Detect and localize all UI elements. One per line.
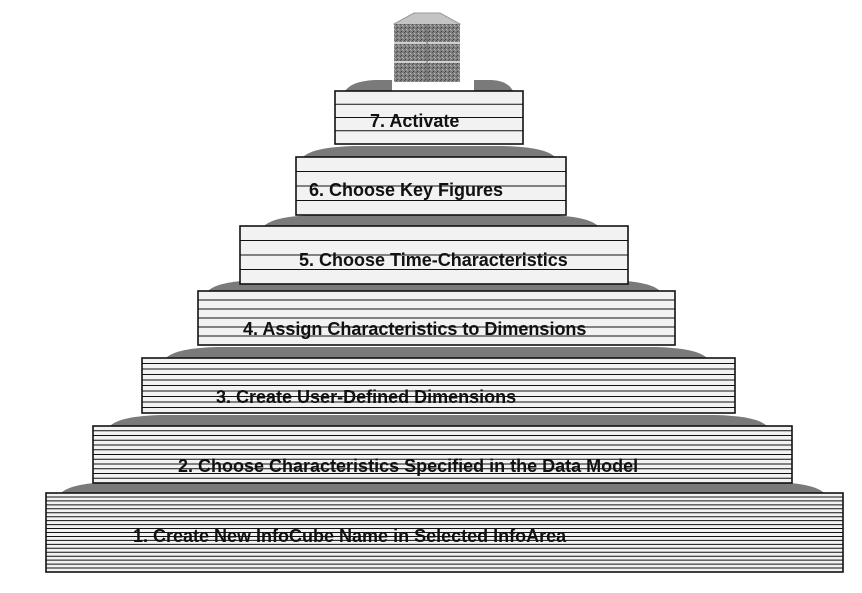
step-1-tread [61,482,824,493]
step-3: 3. Create User-Defined Dimensions [141,347,736,414]
step-7-label: 7. Activate [370,111,459,131]
step-3-tread [166,347,707,358]
step-1: 1. Create New InfoCube Name in Selected … [45,482,844,573]
step-4-label: 4. Assign Characteristics to Dimensions [243,319,586,339]
step-2-label: 2. Choose Characteristics Specified in t… [178,456,638,476]
infocube-icon [392,12,462,82]
step-2-tread [110,415,767,426]
step-1-label: 1. Create New InfoCube Name in Selected … [133,526,567,546]
step-5: 5. Choose Time-Characteristics [239,215,629,285]
step-5-tread [264,215,598,226]
step-2: 2. Choose Characteristics Specified in t… [92,415,793,484]
step-6: 6. Choose Key Figures [295,146,567,216]
step-6-label: 6. Choose Key Figures [309,180,503,200]
step-5-label: 5. Choose Time-Characteristics [299,250,568,270]
top-tread [345,80,513,91]
step-3-label: 3. Create User-Defined Dimensions [216,387,516,407]
step-4: 4. Assign Characteristics to Dimensions [197,280,676,346]
step-6-tread [303,146,555,157]
steps-layer: 1. Create New InfoCube Name in Selected … [45,80,844,573]
step-7: 7. Activate [334,80,524,145]
